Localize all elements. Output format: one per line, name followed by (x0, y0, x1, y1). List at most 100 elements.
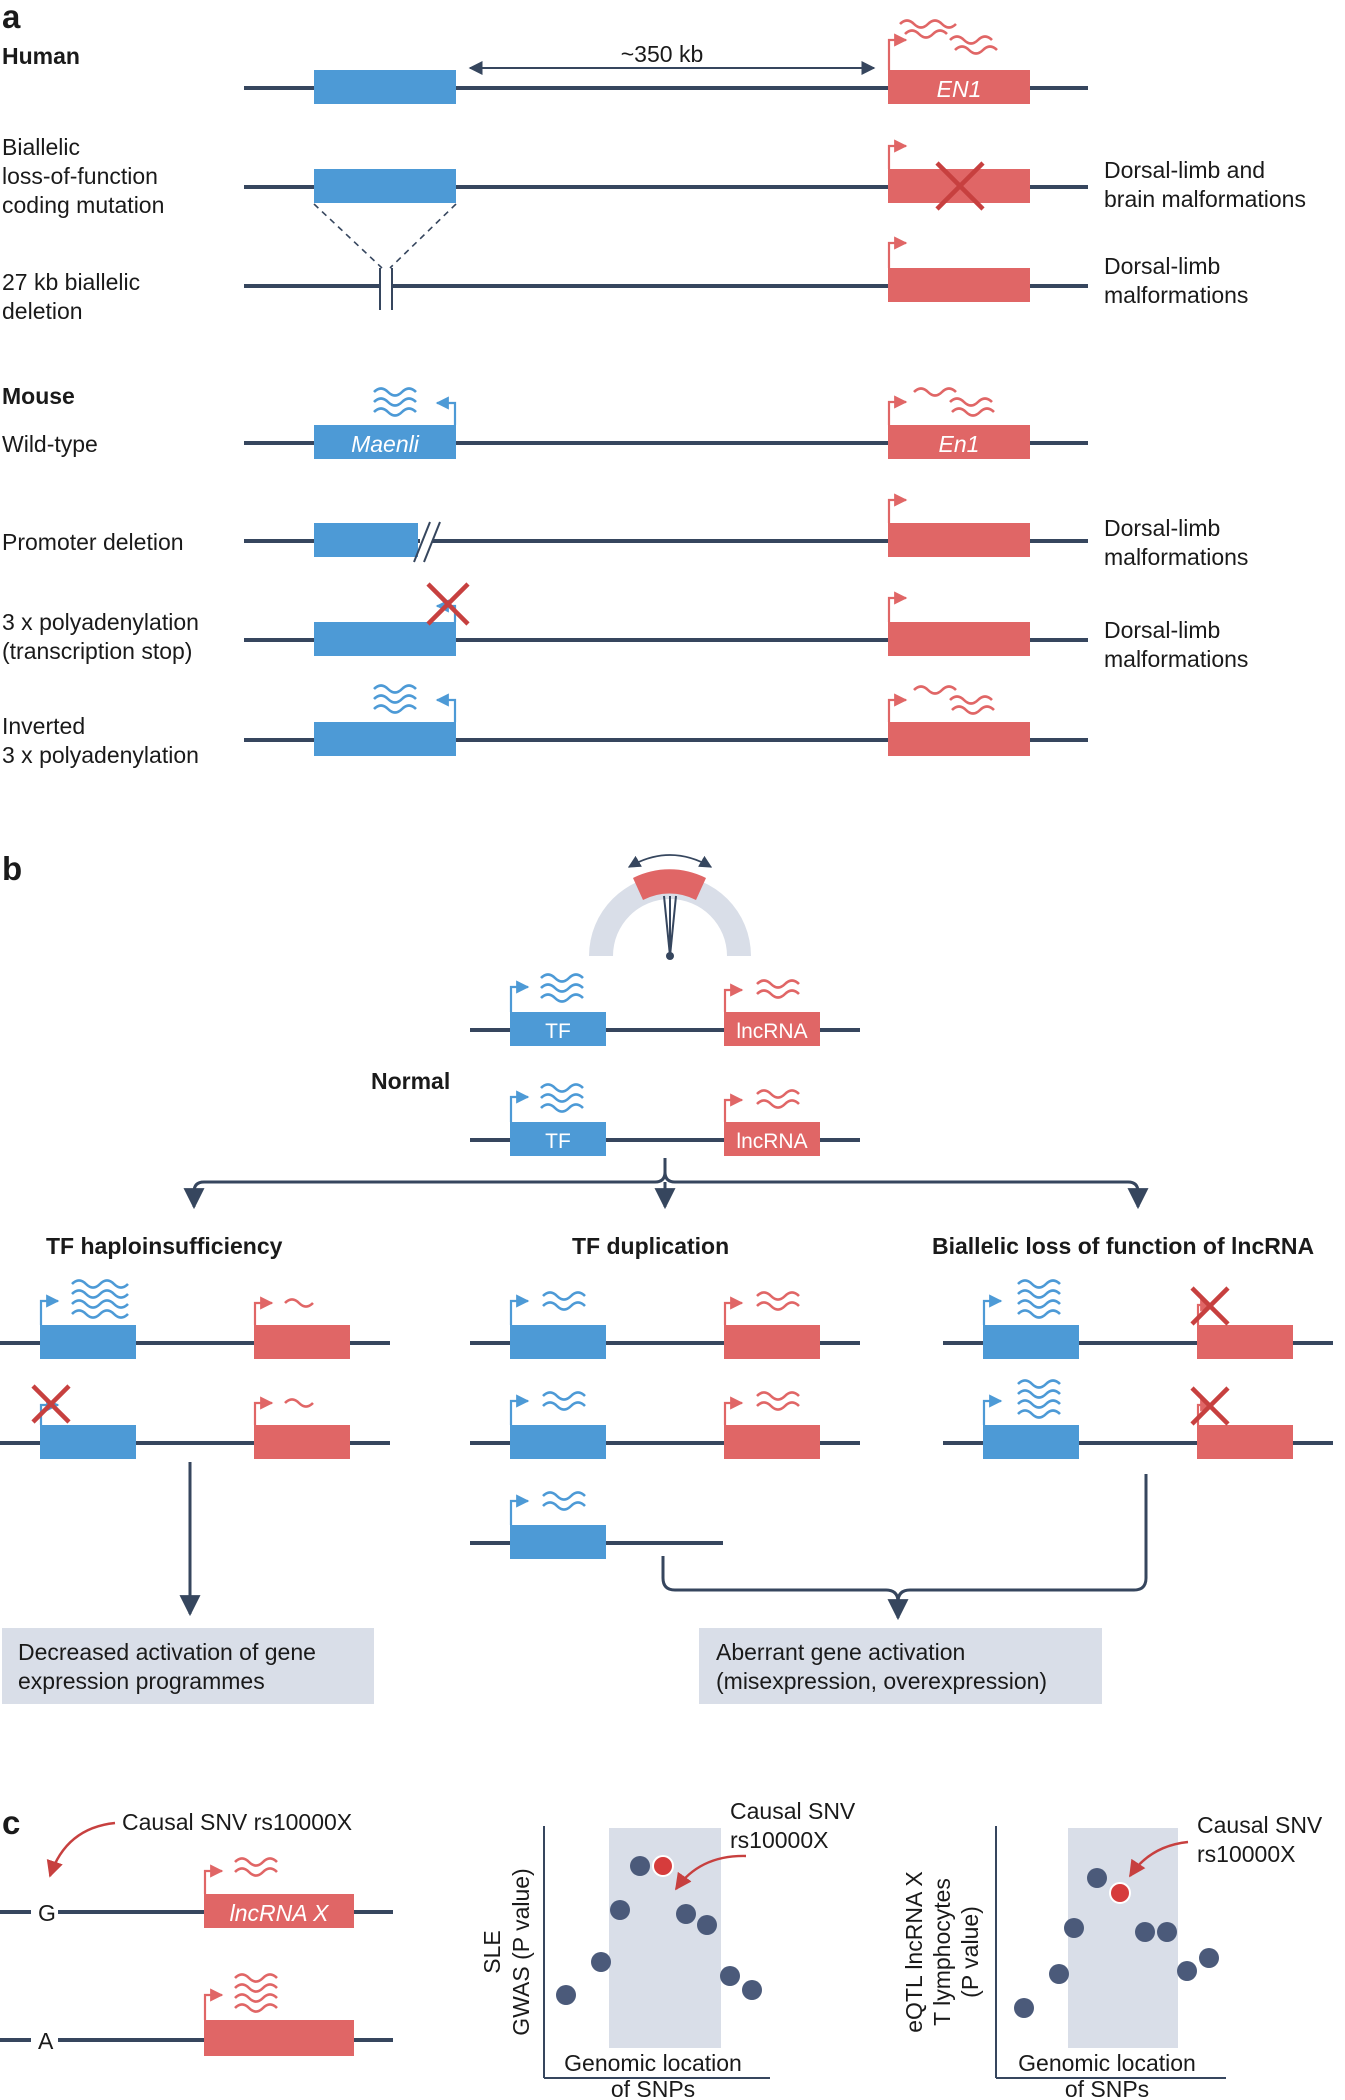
lncrna-x-label: lncRNA X (230, 1900, 330, 1926)
maenli-block (314, 722, 456, 756)
panel-c-label: c (2, 1804, 20, 1841)
row-label-line: loss-of-function (2, 163, 158, 189)
snp-point (610, 1900, 630, 1920)
break-mark (423, 521, 441, 563)
transcript-waves (756, 979, 800, 999)
en1-gene-block (888, 622, 1030, 656)
snp-point (556, 1985, 576, 2005)
allele-a: A (38, 2028, 54, 2054)
lncrna-gene-block (724, 1012, 820, 1046)
maenli-block (314, 425, 456, 459)
tss-arrow (435, 396, 457, 425)
snp-point (591, 1952, 611, 1972)
lncrna-loss-heading: Biallelic loss of function of lncRNA (932, 1233, 1314, 1259)
row-label-line: 3 x polyadenylation (2, 742, 199, 768)
tss-arrow (982, 1294, 1003, 1325)
tss-arrow (39, 1294, 60, 1325)
tf-gene-block (510, 1012, 606, 1046)
phenotype-line: Dorsal-limb (1104, 515, 1220, 541)
maenli-block-truncated (314, 523, 418, 557)
merge-arrow (896, 1474, 1148, 1603)
row-label-line: 27 kb biallelic (2, 269, 140, 295)
row-label-line: 3 x polyadenylation (2, 609, 199, 635)
phenotype-line: Dorsal-limb (1104, 617, 1220, 643)
tf-gene-block (510, 1425, 606, 1459)
enhancer-block (314, 70, 456, 104)
cross-mark-icon (1190, 1386, 1230, 1426)
enhancer-block (314, 169, 456, 203)
causal-snp-point (652, 1855, 674, 1877)
causal-snv-label: Causal SNV rs10000X (122, 1809, 352, 1835)
causal-pointer-arrow (675, 1854, 747, 1891)
transcript-waves (542, 1391, 586, 1411)
outcome-box-decreased (2, 1628, 374, 1704)
tf-gene-block (510, 1325, 606, 1359)
phenotype-line: malformations (1104, 282, 1248, 308)
lncrna-gene-block (724, 1325, 820, 1359)
normal-label: Normal (371, 1068, 450, 1094)
outcome-text-line: Decreased activation of gene (18, 1639, 316, 1665)
tf-gene-block (40, 1325, 136, 1359)
transcript-waves (899, 19, 998, 55)
en1-gene-block (888, 268, 1030, 302)
phenotype-line: malformations (1104, 646, 1248, 672)
row-label-line: deletion (2, 298, 83, 324)
transcript-waves (71, 1279, 129, 1319)
transcript-waves (913, 685, 995, 715)
en1-gene-block (888, 722, 1030, 756)
y-axis-label-line: T lymphocytes (929, 1878, 955, 2026)
tss-arrow (723, 1093, 744, 1122)
tss-arrow (887, 693, 908, 722)
snp-point (1064, 1918, 1084, 1938)
phenotype-line: brain malformations (1104, 186, 1306, 212)
tss-arrow (887, 591, 908, 622)
outcome-box-aberrant (699, 1628, 1102, 1704)
outcome-text-line: expression programmes (18, 1668, 265, 1694)
phenotype-line: Dorsal-limb (1104, 253, 1220, 279)
y-axis-label-line: (P value) (957, 1906, 983, 1998)
distance-label: ~350 kb (621, 41, 704, 67)
snp-points-eqtl (1014, 1868, 1219, 2018)
lncrna-x-block (204, 2020, 354, 2056)
break-mark (413, 521, 431, 563)
transcript-waves (756, 1291, 800, 1311)
cross-mark-icon (426, 582, 470, 626)
tf-gene-block (983, 1325, 1079, 1359)
causal-snv-label: Causal SNV (1197, 1812, 1323, 1838)
tf-gene-block (40, 1425, 136, 1459)
human-heading: Human (2, 43, 80, 69)
tss-arrow (203, 1864, 224, 1894)
tss-arrow (509, 1090, 530, 1122)
causal-pointer-arrow (46, 1821, 116, 1878)
transcript-waves (1017, 1279, 1061, 1319)
en1-label: En1 (939, 431, 980, 457)
transcript-waves (284, 1298, 314, 1308)
branch-arrows (183, 1158, 1149, 1210)
en1-label: EN1 (937, 76, 982, 102)
tss-arrow (887, 139, 908, 169)
allele-g: G (38, 1900, 56, 1926)
causal-snv-label: rs10000X (1197, 1841, 1295, 1867)
snp-point (1199, 1948, 1219, 1968)
tss-arrow (887, 395, 908, 425)
en1-gene-block (888, 70, 1030, 104)
lncrna-gene-block (254, 1325, 350, 1359)
transcript-waves (234, 1857, 278, 1877)
lncrna-gene-block (1197, 1425, 1293, 1459)
snp-points-gwas (556, 1855, 762, 2005)
x-axis-label-line: Genomic location (564, 2050, 742, 2076)
tf-gene-block (510, 1122, 606, 1156)
phenotype-line: malformations (1104, 544, 1248, 570)
transcript-waves (542, 1491, 586, 1511)
causal-snv-label: rs10000X (730, 1827, 828, 1853)
transcript-waves (756, 1089, 800, 1109)
snp-point (742, 1980, 762, 2000)
transcript-waves (284, 1398, 314, 1408)
mouse-heading: Mouse (2, 383, 75, 409)
snp-point (676, 1904, 696, 1924)
row-label-line: (transcription stop) (2, 638, 192, 664)
transcript-waves (540, 1083, 584, 1113)
panel-b-label: b (2, 850, 22, 887)
row-label-line: Promoter deletion (2, 529, 184, 555)
